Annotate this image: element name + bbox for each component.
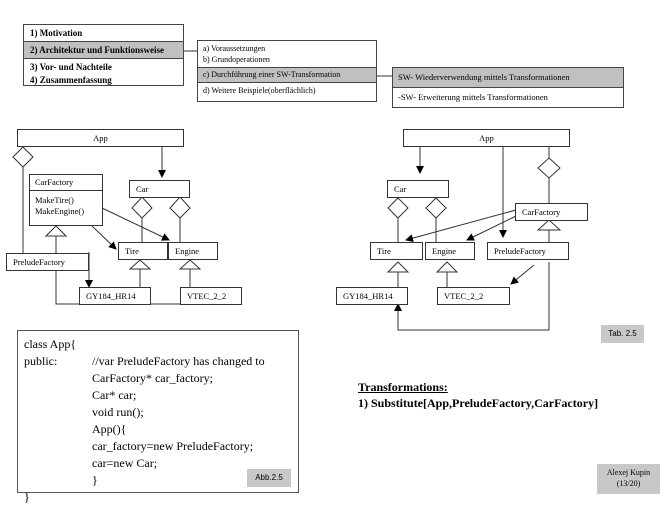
left-tire-class: Tire (118, 242, 168, 260)
left-preludefactory-class: PreludeFactory (6, 253, 89, 271)
table-caption: Tab. 2.5 (601, 325, 644, 343)
right-app-diamond (537, 157, 561, 179)
left-car-class: Car (129, 180, 190, 198)
right-factory-engine-arrow (466, 215, 517, 241)
page-number: (13/20) (616, 479, 641, 488)
right-car-class: Car (387, 180, 449, 198)
nav2-item-grundoperationen[interactable]: b) Grundoperationen (203, 55, 270, 64)
code-line-keyword: } (24, 490, 30, 504)
code-line: Car* car; (92, 388, 137, 402)
right-carfactory-class: CarFactory (515, 203, 588, 221)
left-vtec-class: VTEC_2_2 (180, 287, 242, 305)
left-app-class: App (17, 129, 184, 147)
left-engine-class: Engine (168, 242, 218, 260)
right-engine-class: Engine (425, 242, 475, 260)
left-factory-tire-arrow (91, 225, 117, 250)
code-block: class App{ public: //var PreludeFactory ha… (17, 330, 299, 504)
nav3-item-erweiterung[interactable]: -SW- Erweiterung mittels Transformatione… (398, 92, 548, 102)
nav-level2: a) Voraussetzungen b) Grundoperationen c… (197, 40, 377, 102)
transformations-title: Transformations: (358, 380, 448, 394)
right-prelude-gy-arrow (394, 262, 550, 331)
nav2-item-voraussetzungen[interactable]: a) Voraussetzungen (203, 44, 266, 53)
left-car-engine-diamond (169, 196, 191, 219)
author-name: Alexej Kupin (606, 468, 651, 477)
transformation-item: 1) Substitute[App,PreludeFactory,CarFact… (358, 396, 599, 410)
right-vtec-class: VTEC_2_2 (437, 287, 510, 305)
left-carfactory-class: CarFactory MakeTire() MakeEngine() (29, 174, 103, 226)
right-tire-class: Tire (370, 242, 423, 260)
left-app-diamond (12, 146, 34, 168)
left-carfactory-method: MakeEngine() (35, 206, 85, 216)
nav1-item-vor-nachteile[interactable]: 3) Vor- und Nachteile (30, 62, 112, 72)
left-gy184-class: GY184_HR14 (79, 287, 151, 305)
nav2-item-durchfuehrung[interactable]: c) Durchführung einer SW-Transformation (198, 67, 376, 83)
left-inherit-triangle-factory (44, 225, 68, 237)
code-line: car_factory=new PreludeFactory; (92, 439, 254, 453)
code-line: //var PreludeFactory has changed to (92, 354, 265, 368)
code-line: void run(); (92, 405, 144, 419)
author-badge: Alexej Kupin (13/20) (597, 464, 660, 494)
nav1-item-architektur[interactable]: 2) Architektur und Funktionsweise (24, 41, 183, 59)
figure-caption: Abb.2.5 (247, 469, 291, 487)
nav1-item-zusammenfassung[interactable]: 4) Zusammenfassung (30, 75, 112, 85)
left-carfactory-method: MakeTire() (35, 195, 74, 205)
nav1-item-motivation[interactable]: 1) Motivation (30, 28, 83, 38)
right-gy184-class: GY184_HR14 (336, 287, 408, 305)
left-carfactory-name: CarFactory (30, 175, 102, 191)
nav-level3: SW- Wiederverwendung mittels Transformat… (392, 67, 624, 108)
right-factory-tire-arrow (405, 209, 517, 243)
code-line: car=new Car; (92, 456, 158, 470)
left-factory-engine-arrow (101, 207, 170, 241)
nav-level1: 1) Motivation 2) Architektur und Funktio… (23, 24, 184, 86)
code-line: CarFactory* car_factory; (92, 371, 213, 385)
nav3-item-wiederverwendung[interactable]: SW- Wiederverwendung mittels Transformat… (393, 68, 623, 88)
right-preludefactory-class: PreludeFactory (487, 242, 569, 260)
code-line: App(){ (92, 422, 127, 436)
right-app-class: App (403, 129, 570, 147)
nav2-item-weitere-beispiele[interactable]: d) Weitere Beispiele(oberflächlich) (203, 86, 316, 95)
code-line-keyword: class App{ (24, 337, 77, 351)
code-line-keyword: public: (24, 354, 58, 368)
right-prelude-vtec-arrow (510, 264, 535, 285)
code-line: } (92, 473, 98, 487)
left-car-tire-diamond (131, 196, 153, 219)
